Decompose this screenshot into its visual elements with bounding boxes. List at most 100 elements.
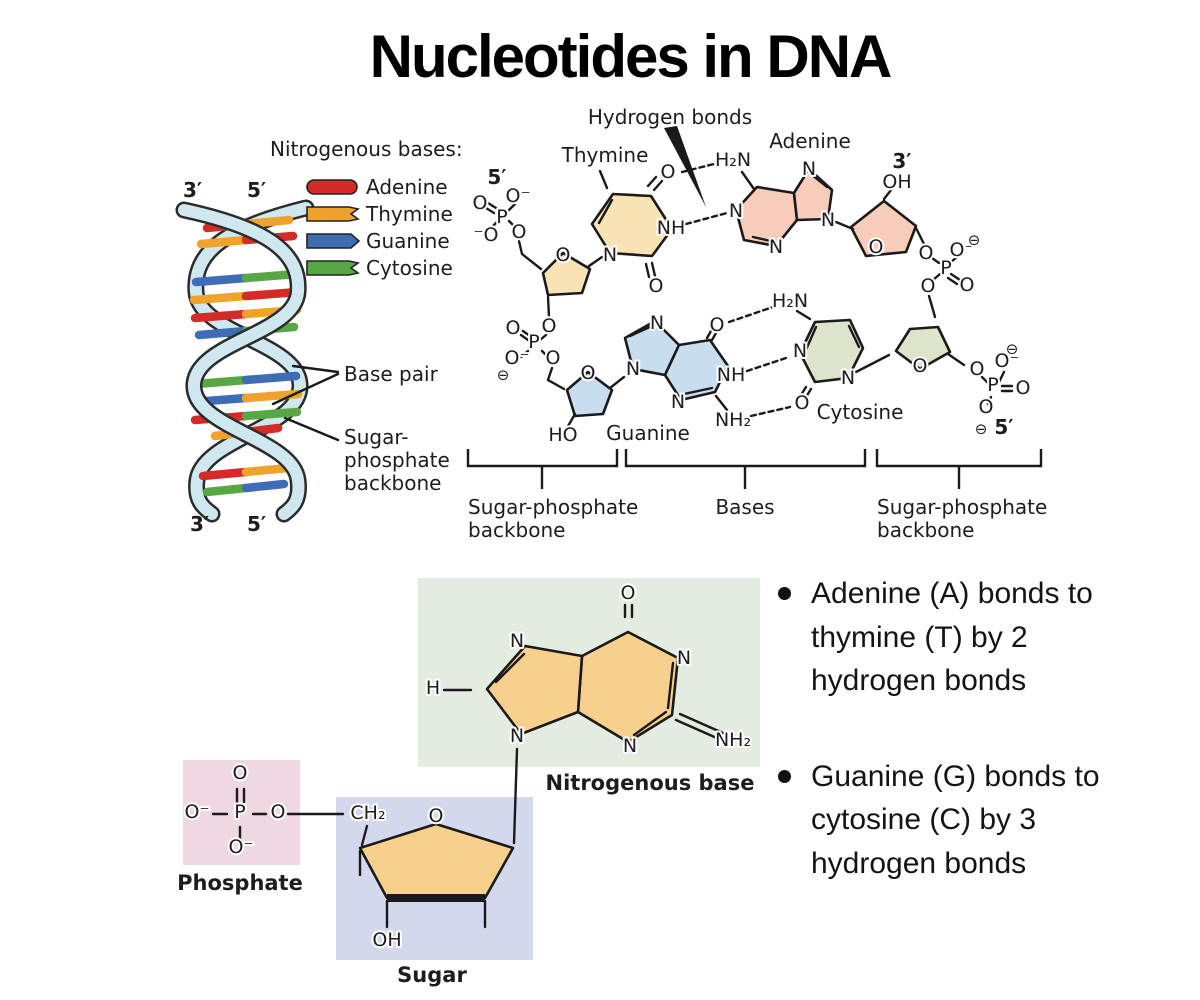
nitrogenous-bases-legend: Nitrogenous bases: Adenine Thymine Guani… xyxy=(270,137,463,280)
atom-label-OH: OH xyxy=(372,929,401,951)
atom-label-N: N xyxy=(841,367,855,389)
legend-thymine: Thymine xyxy=(365,202,453,226)
atom-label-O: O xyxy=(473,192,488,214)
double-bonds xyxy=(484,173,1014,399)
atom-label-P: P xyxy=(496,206,507,228)
nitrogenous-base-label: Nitrogenous base xyxy=(546,771,755,795)
atom-label-P: P xyxy=(234,801,245,823)
atom-label-OH: OH xyxy=(882,171,911,193)
backbone-label-line1: Sugar- xyxy=(344,425,408,449)
atom-label-O: O xyxy=(233,762,248,784)
guanine-ring-pent xyxy=(623,319,681,377)
atom-label-HO: HO xyxy=(548,424,577,446)
atom-label-NH2: NH₂ xyxy=(715,729,751,751)
hydrogen-bonds-pointer xyxy=(664,126,706,207)
bracket-bases: Bases xyxy=(715,495,774,519)
nucleotide-bonds xyxy=(211,688,725,929)
atom-label-P: P xyxy=(987,374,998,396)
atom-label-NH: NH xyxy=(657,217,686,239)
atom-label-circled_minus: ⊖ xyxy=(1006,340,1019,358)
atom-label-three_prime: 3′ xyxy=(892,149,911,173)
note-item: Guanine (G) bonds to cytosine (C) by 3 h… xyxy=(778,755,1130,886)
atom-label-N: N xyxy=(510,630,524,652)
atom-label-O: O xyxy=(542,315,557,337)
atom-label-H: H xyxy=(426,677,440,699)
atom-label-O: O xyxy=(970,358,985,380)
atom-label-circled_minus: ⊖ xyxy=(497,366,510,384)
atom-label-O_minus: O⁻ xyxy=(506,185,531,207)
sugar-label: Sugar xyxy=(397,963,467,987)
atom-label-N: N xyxy=(821,209,835,231)
guanine-label: Guanine xyxy=(606,421,690,445)
atom-label-NH2: NH₂ xyxy=(715,409,751,431)
atom-label-O: O xyxy=(546,347,561,369)
atom-label-N: N xyxy=(671,391,685,413)
atom-label-O: O xyxy=(621,582,636,604)
note-text: Guanine (G) bonds to cytosine (C) by 3 h… xyxy=(811,759,1100,880)
atom-label-O: O xyxy=(556,244,571,266)
atom-label-H2N: H₂N xyxy=(715,149,751,171)
atom-label-O: O xyxy=(512,221,527,243)
legend-title: Nitrogenous bases: xyxy=(270,137,463,161)
guanine-ring-hex xyxy=(663,338,730,402)
thymine-swatch xyxy=(306,206,360,222)
cytosine-swatch xyxy=(306,260,360,276)
hydrogen-bond-dashes xyxy=(680,161,792,418)
atom-label-O_minus: O⁻ xyxy=(995,350,1020,372)
atom-label-O: O xyxy=(506,317,521,339)
legend-cytosine: Cytosine xyxy=(366,256,453,280)
thymine-ring xyxy=(590,192,674,258)
adenine-ring-hex xyxy=(734,185,799,248)
nucleotide-double-bonds xyxy=(235,603,675,804)
atom-label-O: O xyxy=(960,274,975,296)
legend-guanine: Guanine xyxy=(366,229,450,253)
thymine-sugar xyxy=(541,251,592,297)
atom-label-O_minus: O⁻ xyxy=(185,801,210,823)
atom-label-O: O xyxy=(869,236,884,258)
helix-end-top-right: 5′ xyxy=(247,178,266,202)
cytosine-ring xyxy=(798,318,865,384)
atom-label-five_prime: 5′ xyxy=(487,165,506,189)
note-item: Adenine (A) bonds to thymine (T) by 2 hy… xyxy=(778,572,1130,703)
atom-label-O: O xyxy=(919,242,934,264)
bracket-right-line1: Sugar-phosphate xyxy=(877,495,1047,519)
atom-label-minus_O: ⁻O xyxy=(474,224,499,246)
helix-back-strand-fill xyxy=(189,202,312,520)
atom-label-N: N xyxy=(626,358,640,380)
cytosine-sugar xyxy=(894,325,952,371)
sugar-pentagon xyxy=(358,822,515,900)
adenine-sugar xyxy=(849,199,918,258)
atom-label-circled_minus: ⊖ xyxy=(975,420,988,438)
helix-end-bottom-right: 5′ xyxy=(247,512,266,536)
phosphate-box xyxy=(183,760,300,865)
note-text: Adenine (A) bonds to thymine (T) by 2 hy… xyxy=(811,577,1093,697)
atom-label-O: O xyxy=(581,362,596,384)
atom-label-O: O xyxy=(649,275,664,297)
atom-label-P: P xyxy=(940,257,951,279)
atom-label-N: N xyxy=(769,236,783,258)
helix-end-top-left: 3′ xyxy=(183,178,202,202)
guanine-sugar xyxy=(565,370,614,418)
bracket-right-line2: backbone xyxy=(877,518,974,542)
atom-label-N: N xyxy=(650,312,664,334)
atom-label-O: O xyxy=(921,275,936,297)
atom-label-O: O xyxy=(1016,377,1031,399)
adenine-label: Adenine xyxy=(769,129,851,153)
atom-label-O_minus: O⁻ xyxy=(505,347,530,369)
hydrogen-bonds-label: Hydrogen bonds xyxy=(588,105,752,129)
phosphate-label: Phosphate xyxy=(177,871,303,895)
atom-label-circled_minus: ⊖ xyxy=(968,231,981,249)
bracket-left-line2: backbone xyxy=(468,518,565,542)
atom-label-O_minus: O⁻ xyxy=(229,836,254,858)
atom-label-N: N xyxy=(729,200,743,222)
atom-label-N: N xyxy=(603,244,617,266)
page-title: Nucleotides in DNA xyxy=(369,23,893,90)
bracket-left-line1: Sugar-phosphate xyxy=(468,495,638,519)
helix-rungs xyxy=(189,215,303,497)
adenine-ring-pent xyxy=(792,167,834,222)
atom-label-N: N xyxy=(793,340,807,362)
backbone-label-line2: phosphate xyxy=(344,448,450,472)
atom-label-N: N xyxy=(623,735,637,757)
